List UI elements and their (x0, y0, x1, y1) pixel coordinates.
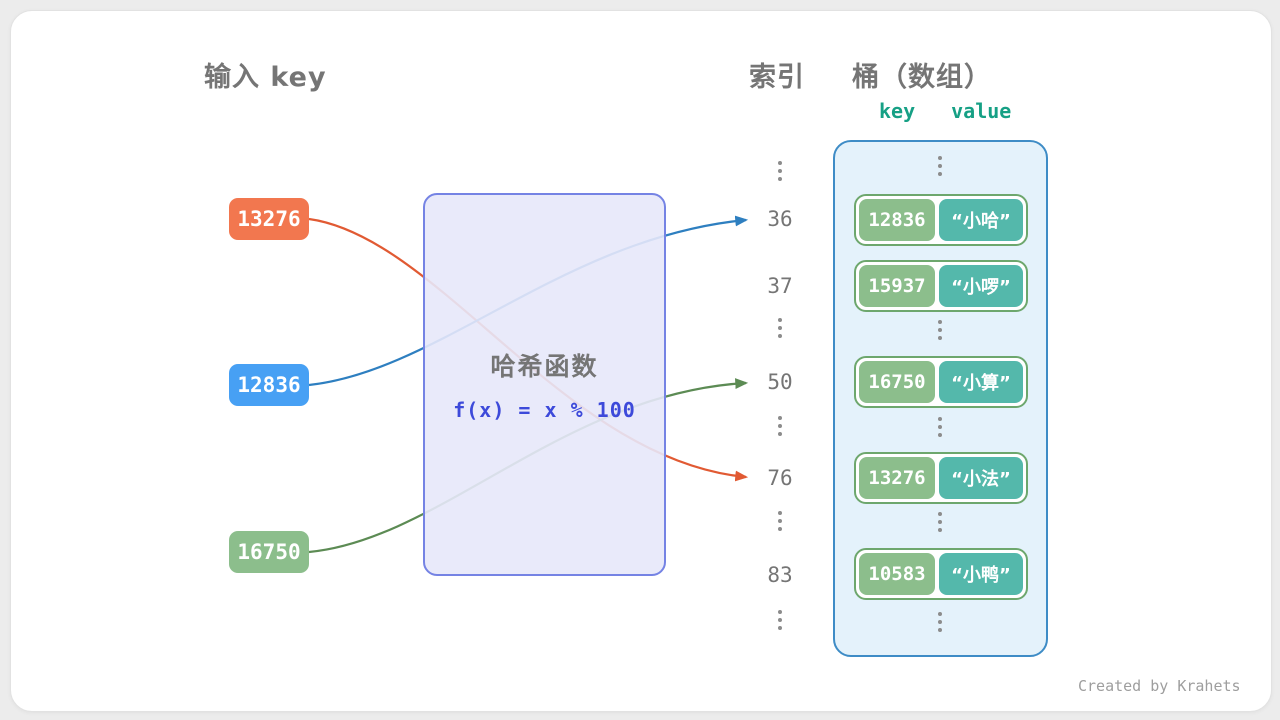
input-key-box-12836: 12836 (229, 364, 309, 406)
vertical-ellipsis-icon (773, 511, 787, 531)
pair-value: “小法” (939, 457, 1023, 499)
key-column-label: key (879, 99, 916, 123)
pair-value: “小啰” (939, 265, 1023, 307)
input-key-box-16750: 16750 (229, 531, 309, 573)
vertical-ellipsis-icon (933, 612, 947, 632)
index-label-83: 83 (767, 563, 793, 587)
vertical-ellipsis-icon (773, 610, 787, 630)
pair-key: 15937 (859, 265, 935, 307)
index-label-50: 50 (767, 370, 793, 394)
pair-key: 12836 (859, 199, 935, 241)
bucket-column-headers: key value (879, 99, 1011, 123)
hash-function-box: 哈希函数 f(x) = x % 100 (423, 193, 666, 576)
bucket-pair: 16750 “小算” (854, 356, 1028, 408)
pair-value: “小哈” (939, 199, 1023, 241)
vertical-ellipsis-icon (933, 320, 947, 340)
bucket-pair: 13276 “小法” (854, 452, 1028, 504)
pair-key: 10583 (859, 553, 935, 595)
bucket-heading: 桶（数组） (852, 62, 992, 93)
value-column-label: value (951, 99, 1012, 123)
index-label-36: 36 (767, 207, 793, 231)
pair-key: 16750 (859, 361, 935, 403)
pair-value: “小鸭” (939, 553, 1023, 595)
input-key-heading: 输入 key (204, 62, 327, 93)
bucket-pair: 15937 “小啰” (854, 260, 1028, 312)
vertical-ellipsis-icon (933, 156, 947, 176)
hash-function-title: 哈希函数 (490, 352, 599, 381)
pair-value: “小算” (939, 361, 1023, 403)
index-heading: 索引 (749, 62, 805, 93)
vertical-ellipsis-icon (933, 417, 947, 437)
hash-function-formula: f(x) = x % 100 (453, 398, 636, 422)
watermark: Created by Krahets (1078, 677, 1241, 695)
index-label-37: 37 (767, 274, 793, 298)
vertical-ellipsis-icon (933, 512, 947, 532)
vertical-ellipsis-icon (773, 416, 787, 436)
pair-key: 13276 (859, 457, 935, 499)
bucket-pair: 12836 “小哈” (854, 194, 1028, 246)
index-label-76: 76 (767, 466, 793, 490)
input-key-box-13276: 13276 (229, 198, 309, 240)
vertical-ellipsis-icon (773, 161, 787, 181)
vertical-ellipsis-icon (773, 318, 787, 338)
bucket-pair: 10583 “小鸭” (854, 548, 1028, 600)
